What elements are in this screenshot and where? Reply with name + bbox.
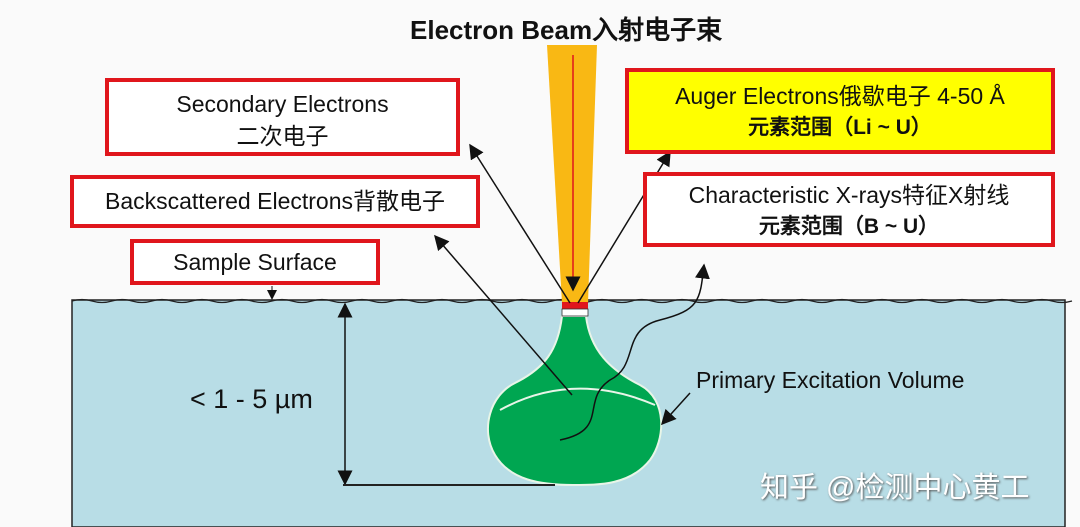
volume-contour	[499, 387, 656, 411]
sample-surface-label: Sample Surface	[173, 249, 337, 275]
secondary-electrons-box: Secondary Electrons 二次电子	[105, 78, 460, 156]
xray-wavy-arrow	[559, 263, 710, 441]
secondary-label-cn: 二次电子	[236, 123, 329, 149]
diagram-title: Electron Beam入射电子束	[410, 15, 723, 45]
excitation-volume-label: Primary Excitation Volume	[696, 367, 965, 393]
secondary-arrow	[469, 143, 571, 304]
sample-surface-box: Sample Surface	[130, 239, 380, 285]
electron-beam	[547, 45, 597, 303]
xray-label-1: Characteristic X-rays特征X射线	[688, 182, 1010, 208]
auger-label-2: 元素范围（Li ~ U）	[748, 116, 932, 139]
volume-pointer	[660, 392, 691, 426]
watermark: 知乎 @检测中心黄工	[760, 472, 1030, 504]
beam-spot-white	[561, 308, 589, 317]
backscattered-label: Backscattered Electrons背散电子	[104, 188, 445, 214]
backscattered-box: Backscattered Electrons背散电子	[70, 175, 480, 228]
excitation-volume	[486, 315, 663, 487]
auger-label-1: Auger Electrons俄歇电子 4-50 Å	[675, 83, 1005, 109]
xray-label-2: 元素范围（B ~ U）	[758, 215, 940, 238]
beam-spot-red	[562, 302, 588, 309]
secondary-label-en: Secondary Electrons	[176, 91, 389, 117]
backscattered-arrow	[434, 234, 573, 396]
xray-box: Characteristic X-rays特征X射线 元素范围（B ~ U）	[643, 172, 1055, 247]
depth-label: < 1 - 5 µm	[190, 384, 313, 414]
auger-box: Auger Electrons俄歇电子 4-50 Å 元素范围（Li ~ U）	[625, 68, 1055, 154]
